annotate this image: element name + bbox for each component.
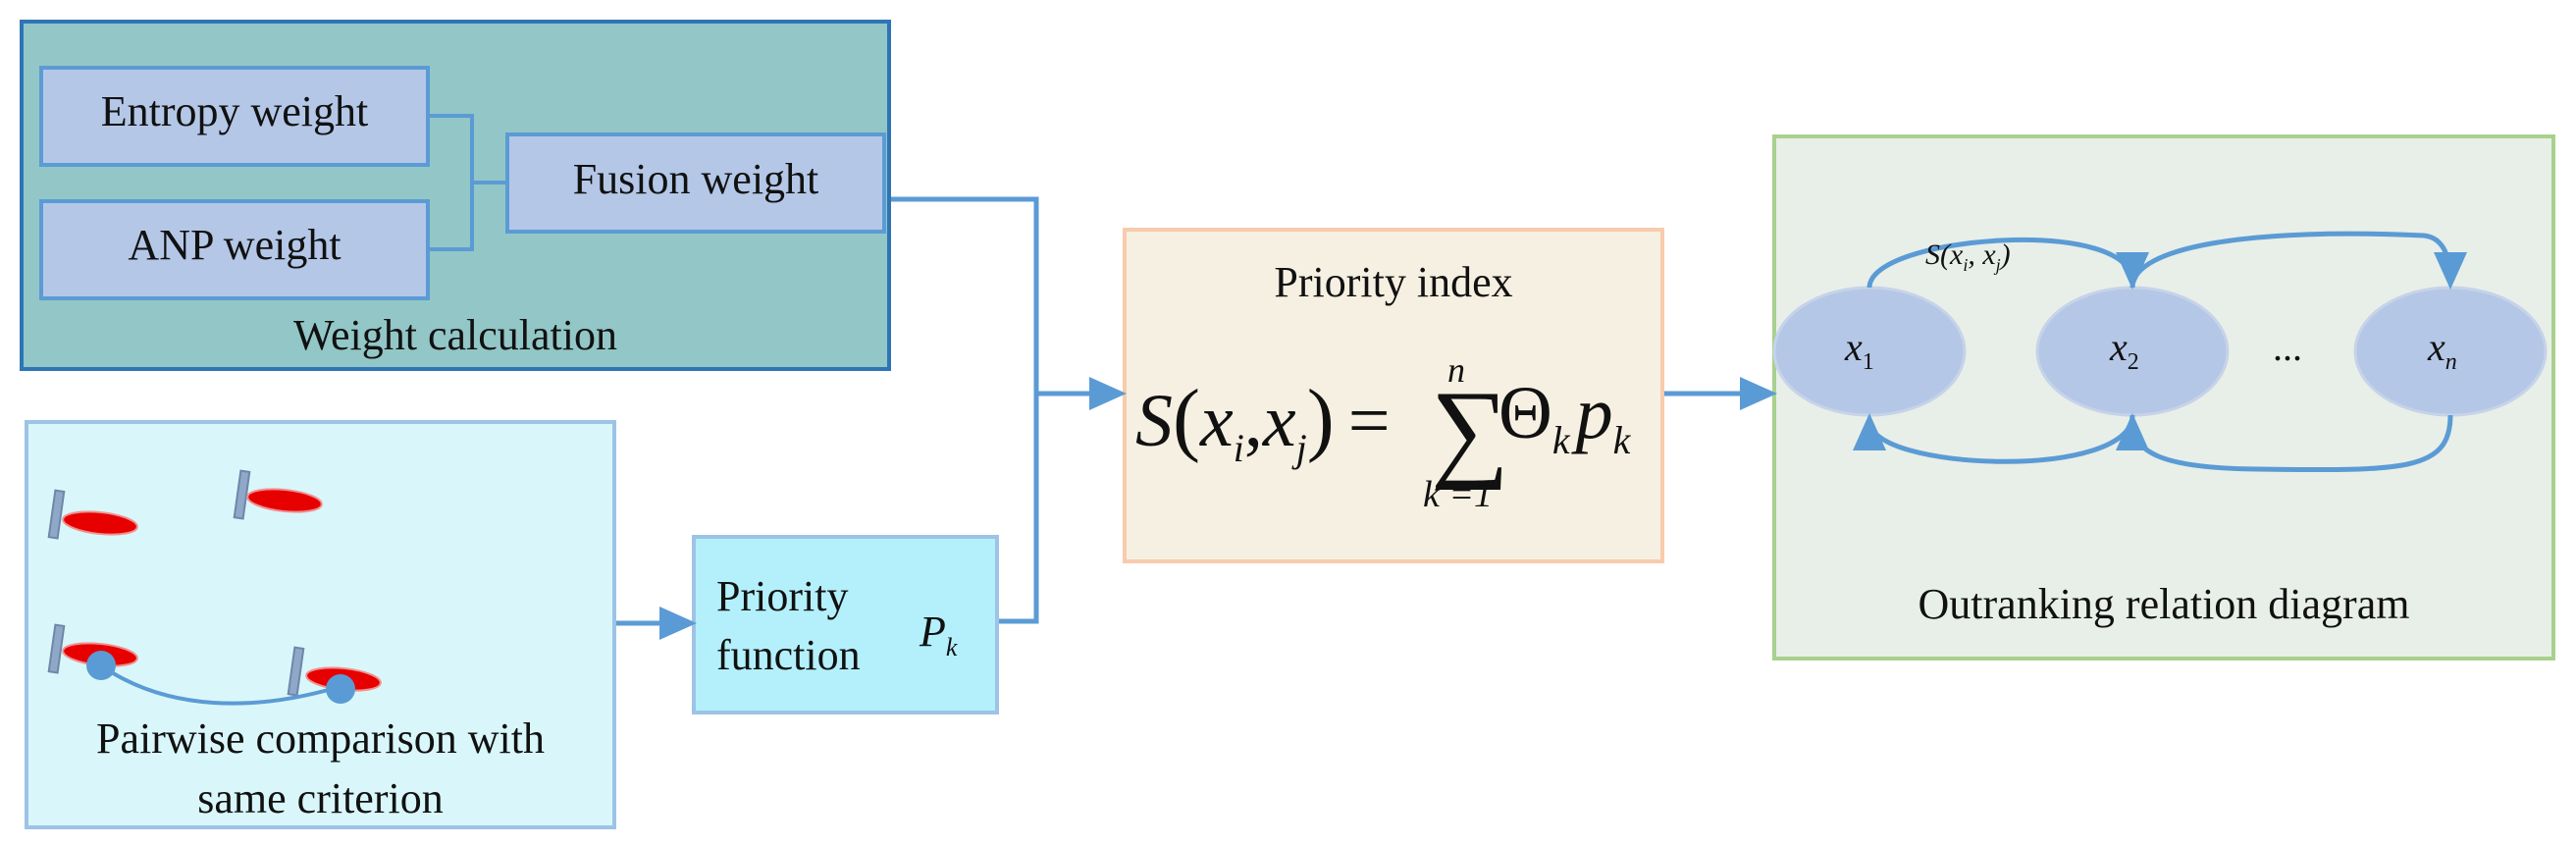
formula-theta: Θ (1498, 372, 1552, 454)
priority-function-symbol-p: P (920, 608, 946, 656)
anp-weight-label: ANP weight (128, 221, 342, 269)
edge-label-s: S(x (1925, 238, 1964, 271)
edge-label-sep: , x (1968, 238, 1996, 271)
pairwise-caption-line1: Pairwise comparison with (95, 714, 546, 763)
formula-comma: , (1243, 380, 1263, 462)
node-x1-name: x (1845, 325, 1863, 369)
fusion-to-index-connector (891, 196, 1039, 624)
formula-sum-upper: n (1447, 350, 1465, 390)
pairwise-link-dot-left (86, 651, 116, 680)
edge-x1-to-x2 (1866, 237, 2149, 290)
edge-label-i: i (1963, 255, 1969, 275)
fusion-weight-label: Fusion weight (572, 155, 819, 203)
priority-function-symbol: Pk (920, 607, 957, 662)
formula-equals: = (1347, 380, 1391, 462)
weight-calculation-caption: Weight calculation (293, 311, 617, 359)
priority-index-formula-lhs: S(xi,xj)= (1135, 371, 1391, 471)
node-x2-sub: 2 (2127, 349, 2139, 375)
edge-xn-to-x2 (2116, 413, 2453, 473)
fusion-weight-box (505, 132, 886, 234)
formula-theta-sub: k (1551, 418, 1570, 463)
node-x2-name: x (2110, 325, 2128, 369)
weight-merge-connector (430, 114, 505, 251)
criterion-marker-2 (233, 469, 323, 520)
summation-symbol: ∑ (1431, 369, 1509, 491)
formula-sum-lower: k =1 (1423, 474, 1494, 515)
node-xn-label: xn (2428, 324, 2457, 376)
formula-p: p (1575, 372, 1613, 454)
outranking-edge-label: S(xi, xj) (1925, 238, 2011, 276)
pairwise-link-dot-right (326, 674, 355, 704)
entropy-weight-box (39, 66, 430, 167)
priority-function-line2: function (716, 631, 861, 679)
formula-xj: x (1262, 380, 1296, 462)
edge-x2-to-xn (2129, 231, 2467, 290)
node-x1-sub: 1 (1862, 349, 1874, 375)
pairwise-caption-line2: same criterion (197, 774, 444, 822)
edge-label-close: ) (2000, 238, 2011, 271)
pairwise-comparison-panel (25, 420, 616, 829)
priority-function-line1: Priority (716, 572, 849, 620)
node-xn-sub: n (2445, 349, 2457, 375)
criterion-marker-1 (47, 489, 138, 540)
priority-function-box (692, 535, 999, 714)
node-x2-label: x2 (2110, 324, 2139, 376)
formula-open-paren: ( (1173, 373, 1200, 464)
formula-xi: x (1199, 380, 1234, 462)
outranking-caption: Outranking relation diagram (1918, 580, 2410, 628)
entropy-weight-label: Entropy weight (100, 87, 369, 135)
formula-close-paren: ) (1306, 373, 1335, 464)
formula-p-sub: k (1612, 418, 1631, 463)
formula-rhs: Θkpk (1498, 371, 1630, 463)
node-ellipsis-label: ... (2273, 325, 2302, 369)
priority-function-symbol-sub: k (945, 632, 958, 661)
edge-x2-to-x1 (1853, 413, 2135, 464)
priority-index-title: Priority index (1274, 258, 1513, 306)
node-x1-label: x1 (1845, 324, 1874, 376)
pairwise-link-curve (99, 663, 340, 706)
formula-s: S (1135, 380, 1173, 462)
anp-weight-box (39, 199, 430, 300)
formula-xi-sub: i (1233, 426, 1244, 471)
node-xn-name: x (2428, 325, 2445, 369)
formula-xj-sub: j (1295, 426, 1307, 471)
edge-label-j: j (1995, 255, 2001, 275)
